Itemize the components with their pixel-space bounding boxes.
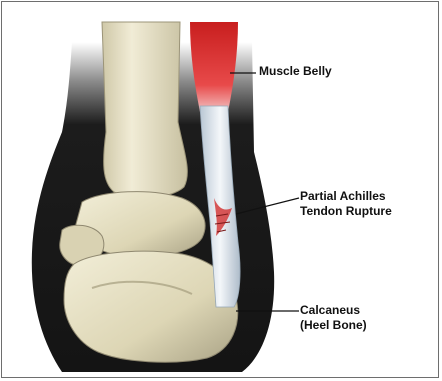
calcaneus-bone: [64, 251, 238, 362]
rupture-text-line1: Partial Achilles: [300, 189, 392, 204]
rupture-text-line2: Tendon Rupture: [300, 204, 392, 219]
label-calcaneus: Calcaneus (Heel Bone): [300, 303, 367, 333]
label-partial-rupture: Partial Achilles Tendon Rupture: [300, 189, 392, 219]
label-muscle-belly: Muscle Belly: [259, 64, 332, 79]
muscle-belly-text: Muscle Belly: [259, 64, 332, 79]
calcaneus-text-line2: (Heel Bone): [300, 318, 367, 333]
tibia-bone: [102, 22, 187, 197]
calcaneus-text-line1: Calcaneus: [300, 303, 367, 318]
